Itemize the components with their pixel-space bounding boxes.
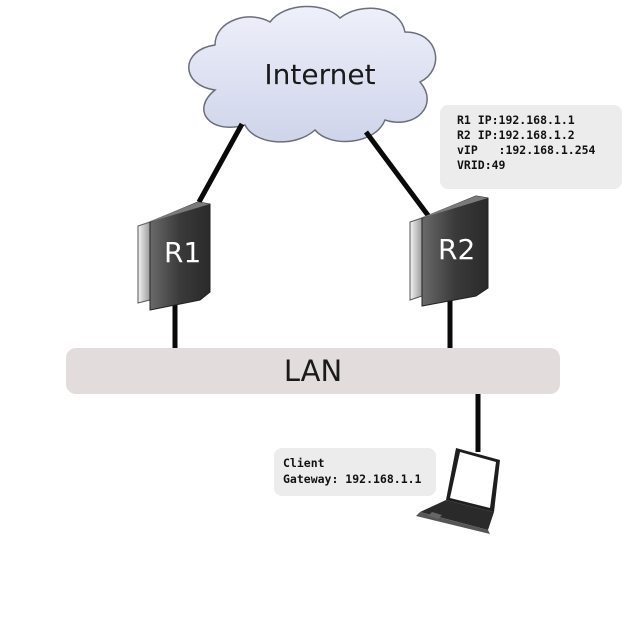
- vrid-line: VRID:49: [457, 158, 506, 172]
- router-r1-device: [137, 201, 211, 311]
- link-internet-r1: [196, 122, 245, 204]
- link-internet-r2: [363, 130, 433, 220]
- vip-line: vIP :192.168.1.254: [457, 143, 596, 157]
- lan-label: LAN: [283, 354, 343, 388]
- client-laptop: [416, 448, 500, 534]
- client-info-box: Client Gateway: 192.168.1.1: [274, 448, 436, 496]
- router-r2-device: [409, 195, 489, 307]
- client-gateway: Gateway: 192.168.1.1: [283, 472, 422, 486]
- lan-bar: [66, 348, 560, 394]
- router-r1-label: R1: [164, 236, 202, 269]
- r1-ip-line: R1 IP:192.168.1.1: [457, 113, 575, 127]
- internet-cloud: [188, 5, 437, 143]
- internet-label: Internet: [264, 58, 376, 91]
- router-info-box: R1 IP:192.168.1.1 R2 IP:192.168.1.2 vIP …: [440, 105, 622, 189]
- client-title: Client: [283, 456, 325, 470]
- router-r2-label: R2: [438, 233, 476, 266]
- r2-ip-line: R2 IP:192.168.1.2: [457, 128, 575, 142]
